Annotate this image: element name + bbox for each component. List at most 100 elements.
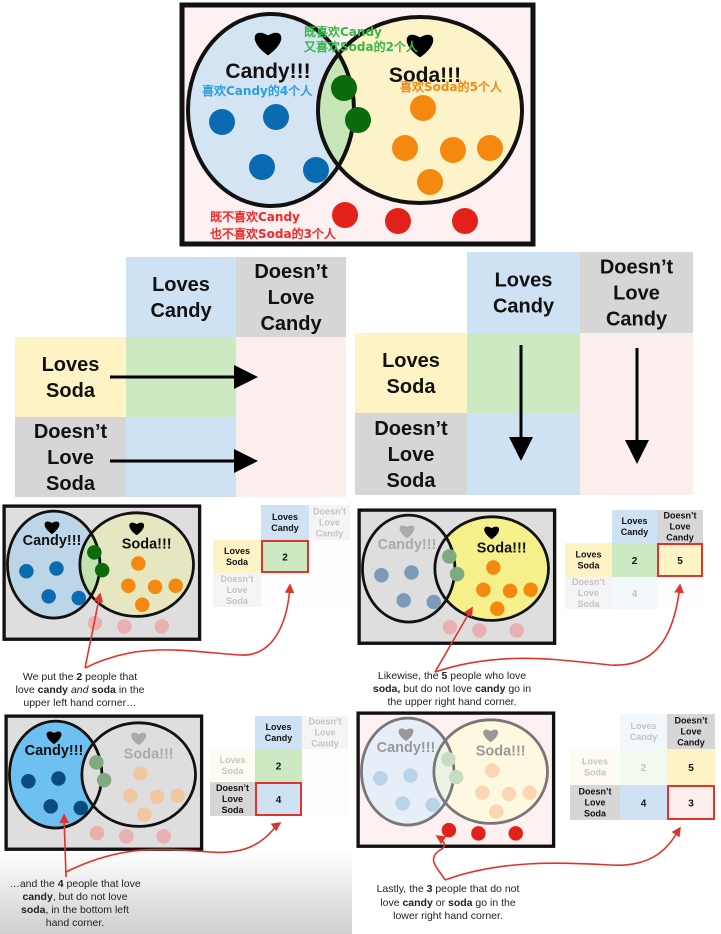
both-note-line1: 既喜欢Candy xyxy=(304,24,382,39)
step-panel-2: Candy!!!Soda!!!LovesCandyDoesn’tLoveCand… xyxy=(357,508,703,708)
step-panel-4: Candy!!!Soda!!!LovesCandyDoesn’tLoveCand… xyxy=(356,711,715,922)
candy-person-dot xyxy=(395,796,410,811)
neither-person-dot xyxy=(442,619,458,635)
soda-person-dot xyxy=(149,789,165,805)
column-header-label: Love xyxy=(314,728,335,738)
soda-person-dot xyxy=(417,169,443,195)
both-person-dot xyxy=(96,772,112,788)
column-header-label: Loves xyxy=(495,270,553,292)
caption-segment: soda xyxy=(21,904,46,916)
column-header-label: Candy xyxy=(260,313,322,335)
soda-person-dot xyxy=(440,137,466,163)
cell-count: 2 xyxy=(282,553,288,564)
matrix-cell xyxy=(467,413,580,495)
column-header-label: Doesn’t xyxy=(254,261,328,283)
row-header-label: Soda xyxy=(221,766,244,776)
red-pointer-arrow xyxy=(432,835,447,881)
both-person-dot xyxy=(442,549,457,564)
soda-person-dot xyxy=(523,582,538,598)
soda-person-dot xyxy=(168,578,183,594)
both-person-dot xyxy=(345,107,371,133)
mini-venn-diagram: Candy!!!Soda!!! xyxy=(357,508,557,645)
caption-segment: , but do not love xyxy=(53,891,128,903)
step-panel-1: Candy!!!Soda!!!LovesCandyDoesn’tLoveCand… xyxy=(2,504,350,709)
matrix-cell: 2 xyxy=(612,543,657,577)
neither-person-dot xyxy=(385,208,411,234)
soda-circle-outline xyxy=(80,721,197,828)
soda-person-dot xyxy=(522,785,537,801)
soda-person-dot xyxy=(121,578,136,594)
caption-segment: lower right hand corner. xyxy=(393,910,503,922)
caption-segment: upper left hand corner… xyxy=(23,697,136,709)
row-header-label: Loves xyxy=(224,546,250,556)
matrix-cell xyxy=(309,540,350,573)
row-header-label: Loves xyxy=(382,350,440,372)
matrix-cell: 4 xyxy=(620,785,667,820)
soda-person-dot xyxy=(410,95,436,121)
candy-person-dot xyxy=(41,589,56,604)
candy-person-dot xyxy=(49,561,64,576)
candy-person-dot xyxy=(71,590,86,606)
highlighted-cell-border xyxy=(657,543,703,577)
row-header-cell xyxy=(355,333,467,413)
matrix-cell xyxy=(261,573,309,607)
matrix-cell: 5 xyxy=(657,543,703,577)
candy-person-dot xyxy=(21,774,36,789)
caption-segment: , in the bottom left xyxy=(46,904,130,916)
row-header-label: Soda xyxy=(584,809,607,819)
soda-person-dot xyxy=(475,785,490,801)
row-header-label: Loves xyxy=(582,757,608,767)
matrix-cell: 4 xyxy=(255,782,302,816)
caption-segment: the upper right hand corner. xyxy=(387,696,516,708)
caption-segment: soda, xyxy=(373,683,401,695)
both-person-dot xyxy=(94,562,110,578)
matrix-cell: 3 xyxy=(667,785,715,820)
soda-circle-outline xyxy=(78,511,195,618)
caption-segment: candy xyxy=(38,684,69,696)
caption-line: hand corner. xyxy=(46,917,104,929)
column-header-cell xyxy=(467,252,580,333)
soda-heart-icon xyxy=(484,526,500,540)
both-person-dot xyxy=(448,769,464,785)
soda-circle-outline xyxy=(316,15,524,205)
soda-person-dot xyxy=(486,560,501,575)
row-header-label: Soda xyxy=(387,376,437,398)
soda-label: Soda!!! xyxy=(124,746,174,762)
caption-segment: 2 xyxy=(76,671,82,683)
row-header-cell xyxy=(15,417,126,497)
soda-person-dot xyxy=(170,788,185,804)
cell-count: 2 xyxy=(641,763,647,774)
red-pointer-arrow xyxy=(84,592,104,669)
column-header-label: Candy xyxy=(493,296,555,318)
matrix-cell: 2 xyxy=(261,540,309,573)
caption-segment: Likewise, the xyxy=(378,670,442,682)
cell-count: 2 xyxy=(632,556,638,567)
caption-segment: 3 xyxy=(427,883,433,895)
soda-label: Soda!!! xyxy=(477,540,527,556)
row-header-label: Doesn’t xyxy=(34,421,108,443)
row-header-label: Love xyxy=(222,794,243,804)
matrix-cell xyxy=(302,782,348,816)
red-pointer-arrow xyxy=(434,583,684,673)
column-header-cell xyxy=(236,257,346,337)
soda-heart-icon xyxy=(483,729,499,743)
row-header-label: Doesn’t xyxy=(374,418,448,440)
mini-venn-diagram: Candy!!!Soda!!! xyxy=(4,714,204,851)
matrix-cell xyxy=(126,417,236,497)
caption-segment: go in the xyxy=(473,897,516,909)
candy-heart-icon xyxy=(44,521,60,535)
candy-person-dot xyxy=(51,771,66,786)
column-header-label: Candy xyxy=(677,738,705,748)
caption-segment: Lastly, the xyxy=(377,883,427,895)
caption-segment: but do not love xyxy=(400,683,475,695)
soda-label: Soda!!! xyxy=(389,64,461,87)
highlighted-cell-border xyxy=(255,782,302,816)
caption-segment: people that do not xyxy=(432,883,519,895)
